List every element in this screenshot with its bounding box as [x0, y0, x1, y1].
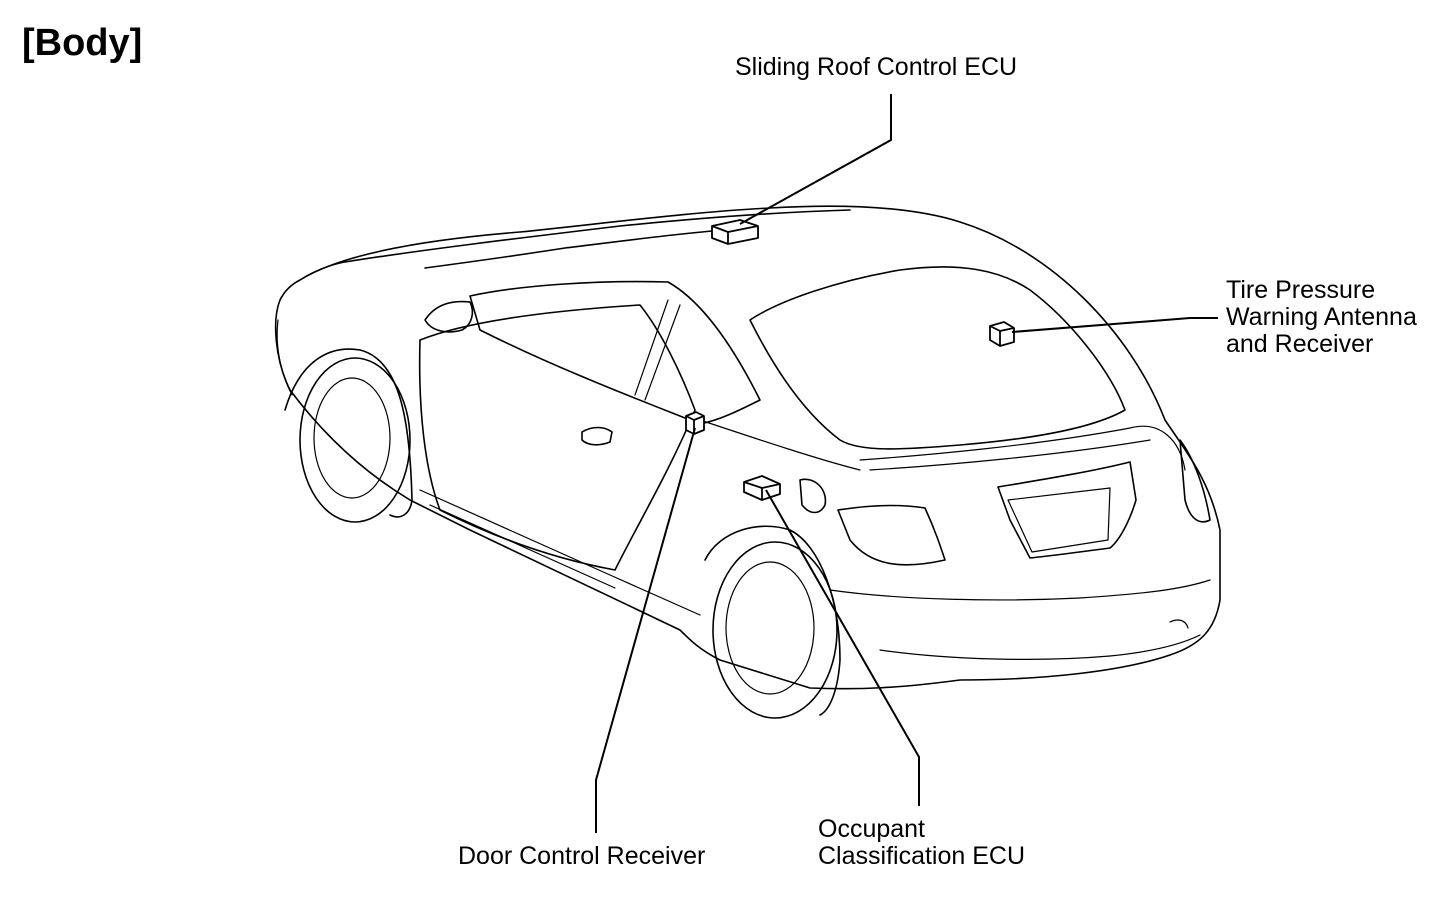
door-control-receiver-leader	[595, 427, 696, 833]
tire-pressure-label: Tire Pressure Warning Antenna and Receiv…	[1226, 277, 1417, 358]
sliding-roof-ecu-label: Sliding Roof Control ECU	[735, 54, 1017, 81]
occupant-classification-ecu-leader	[765, 489, 920, 806]
door-control-receiver-label-text: Door Control Receiver	[458, 842, 706, 870]
occupant-ecu-label-line-1: Occupant	[818, 815, 926, 843]
occupant-classification-ecu-part	[743, 475, 781, 501]
tire-pressure-leader	[1011, 317, 1218, 333]
sliding-roof-ecu-leader	[739, 94, 892, 225]
door-control-receiver-label: Door Control Receiver	[458, 843, 705, 870]
sliding-roof-ecu-part	[711, 219, 759, 245]
tire-pressure-label-line-1: Tire Pressure	[1226, 276, 1376, 304]
tire-pressure-receiver-part	[989, 321, 1015, 347]
sliding-roof-ecu-label-text: Sliding Roof Control ECU	[735, 53, 1018, 81]
occupant-ecu-label-line-2: Classification ECU	[818, 842, 1026, 870]
page-title: [Body]	[22, 22, 143, 64]
tire-pressure-label-line-2: Warning Antenna	[1226, 303, 1417, 331]
tire-pressure-label-line-3: and Receiver	[1226, 330, 1374, 358]
door-control-receiver-part	[685, 411, 705, 435]
occupant-classification-ecu-label: Occupant Classification ECU	[818, 816, 1025, 870]
car-body	[274, 205, 1221, 719]
